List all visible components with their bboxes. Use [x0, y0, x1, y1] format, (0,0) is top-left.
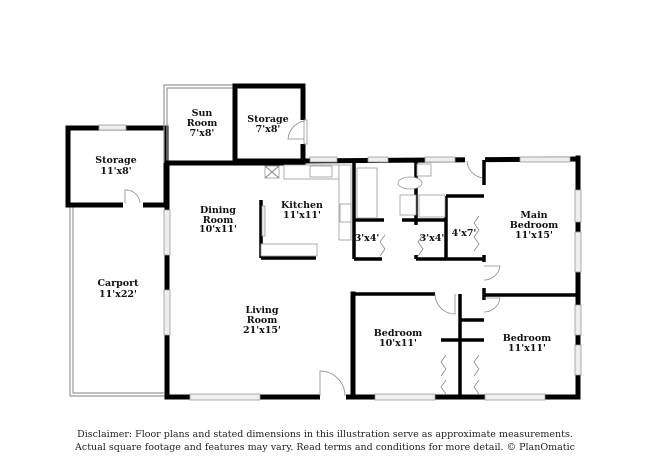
kitchen-fixtures	[259, 164, 352, 260]
interior-walls	[352, 160, 486, 262]
disclaimer-line-2: Actual square footage and features may v…	[75, 442, 575, 453]
room-label-closet-2: 3'x4'	[420, 233, 445, 244]
room-label-closet-3: 4'x7'	[452, 228, 477, 239]
bedroom-walls	[350, 265, 578, 400]
carport-outline	[69, 206, 167, 397]
disclaimer-line-1: Disclaimer: Floor plans and stated dimen…	[77, 429, 573, 440]
room-label-closet-1: 3'x4'	[355, 233, 380, 244]
house-exterior-walls	[163, 155, 582, 402]
